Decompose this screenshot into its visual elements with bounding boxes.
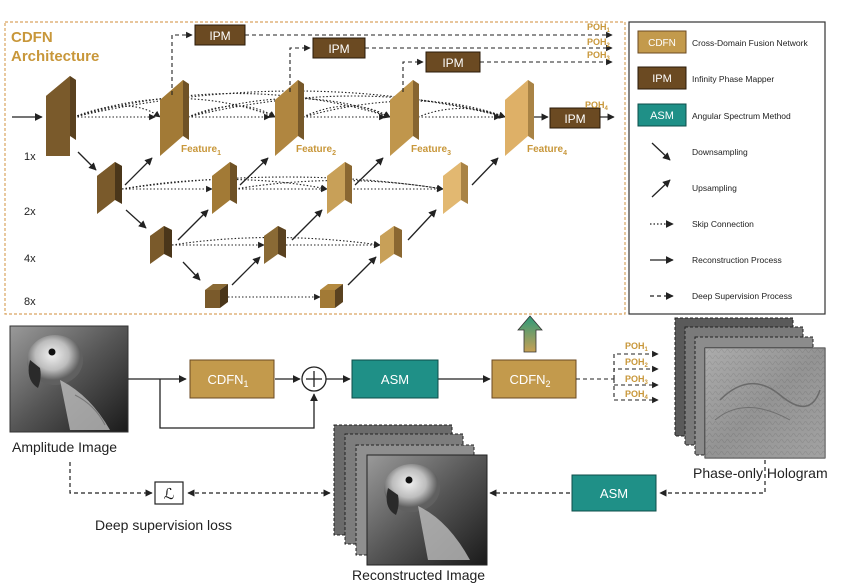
asm-block: ASM	[351, 359, 439, 399]
svg-text:CDFN2: CDFN2	[509, 372, 550, 389]
hologram-label: Phase-only Hologram	[693, 465, 828, 481]
reconstructed-stack	[333, 424, 488, 566]
deep-supervision-paths	[171, 31, 613, 95]
poh-fanout	[576, 350, 659, 404]
architecture-border	[4, 21, 626, 315]
cdfn1-block: CDFN1	[189, 359, 275, 399]
scale-label-4x: 4x	[24, 253, 36, 265]
svg-text:IPM: IPM	[209, 29, 230, 43]
arch-poh-2: POH2	[587, 37, 611, 49]
feature-label-1: Feature1	[181, 144, 221, 157]
pipeline-arrows	[128, 375, 491, 429]
pipeline-poh-2: POH2	[625, 357, 649, 369]
feature-label-2: Feature2	[296, 144, 336, 157]
ipm-block-1: IPM	[194, 24, 246, 46]
legend-box	[628, 21, 826, 315]
scale-label-1x: 1x	[24, 151, 36, 163]
legend-item-upsampling: Upsampling	[651, 179, 737, 198]
scale-label-2x: 2x	[24, 206, 36, 218]
svg-text:Angular Spectrum Method: Angular Spectrum Method	[692, 111, 791, 121]
cdfn2-block: CDFN2	[491, 359, 577, 399]
pipeline-poh-4: POH4	[625, 389, 649, 401]
amplitude-image	[9, 325, 129, 433]
scale-label-8x: 8x	[24, 296, 36, 308]
svg-text:Infinity Phase Mapper: Infinity Phase Mapper	[692, 74, 774, 84]
sampling-arrows	[77, 151, 499, 286]
arch-poh-1: POH1	[587, 22, 611, 34]
reconstructed-label: Reconstructed Image	[352, 567, 485, 583]
pipeline-poh-3: POH3	[625, 374, 649, 386]
ipm-block-4: IPM	[549, 107, 601, 129]
svg-text:Downsampling: Downsampling	[692, 147, 748, 157]
architecture-title-line2: Architecture	[11, 48, 99, 65]
svg-text:Cross-Domain Fusion Network: Cross-Domain Fusion Network	[692, 38, 808, 48]
loss-node: ℒ	[154, 481, 184, 505]
bottom-arrows	[69, 460, 766, 497]
svg-text:IPM: IPM	[564, 112, 585, 126]
svg-text:ASM: ASM	[600, 486, 628, 501]
svg-text:ASM: ASM	[650, 110, 674, 122]
svg-text:ASM: ASM	[381, 372, 409, 387]
svg-text:CDFN: CDFN	[648, 38, 676, 49]
feature-blocks	[46, 76, 534, 308]
svg-text:Upsampling: Upsampling	[692, 183, 737, 193]
sum-node	[301, 366, 327, 392]
ipm-block-2: IPM	[312, 37, 366, 59]
legend-item-reconstruction: Reconstruction Process	[650, 255, 782, 265]
asm2-block: ASM	[571, 474, 657, 512]
legend-item-deep-supervision: Deep Supervision Process	[650, 291, 792, 301]
arch-poh-3: POH3	[587, 50, 611, 62]
legend-item-ipm: IPM Infinity Phase Mapper	[637, 66, 774, 90]
hologram-stack	[674, 317, 826, 459]
svg-text:Reconstruction Process: Reconstruction Process	[692, 255, 782, 265]
svg-text:CDFN1: CDFN1	[207, 372, 248, 389]
legend-item-downsampling: Downsampling	[651, 142, 748, 161]
feature-label-4: Feature4	[527, 144, 567, 157]
legend-item-skip-connection: Skip Connection	[650, 219, 754, 229]
arch-poh-4: POH4	[585, 100, 609, 112]
svg-text:Deep Supervision Process: Deep Supervision Process	[692, 291, 792, 301]
feature-label-3: Feature3	[411, 144, 451, 157]
svg-text:IPM: IPM	[442, 56, 463, 70]
loss-label: Deep supervision loss	[95, 517, 232, 533]
pipeline-poh-1: POH1	[625, 341, 649, 353]
legend-item-asm: ASM Angular Spectrum Method	[637, 103, 791, 127]
legend-item-cdfn: CDFN Cross-Domain Fusion Network	[637, 30, 808, 54]
architecture-title-line1: CDFN	[11, 29, 53, 46]
svg-text:ℒ: ℒ	[164, 486, 175, 503]
expand-arrow	[517, 315, 543, 353]
ipm-block-3: IPM	[425, 51, 481, 73]
svg-text:Skip Connection: Skip Connection	[692, 219, 754, 229]
svg-text:IPM: IPM	[652, 73, 672, 85]
svg-text:IPM: IPM	[328, 42, 349, 56]
amplitude-label: Amplitude Image	[12, 439, 117, 455]
